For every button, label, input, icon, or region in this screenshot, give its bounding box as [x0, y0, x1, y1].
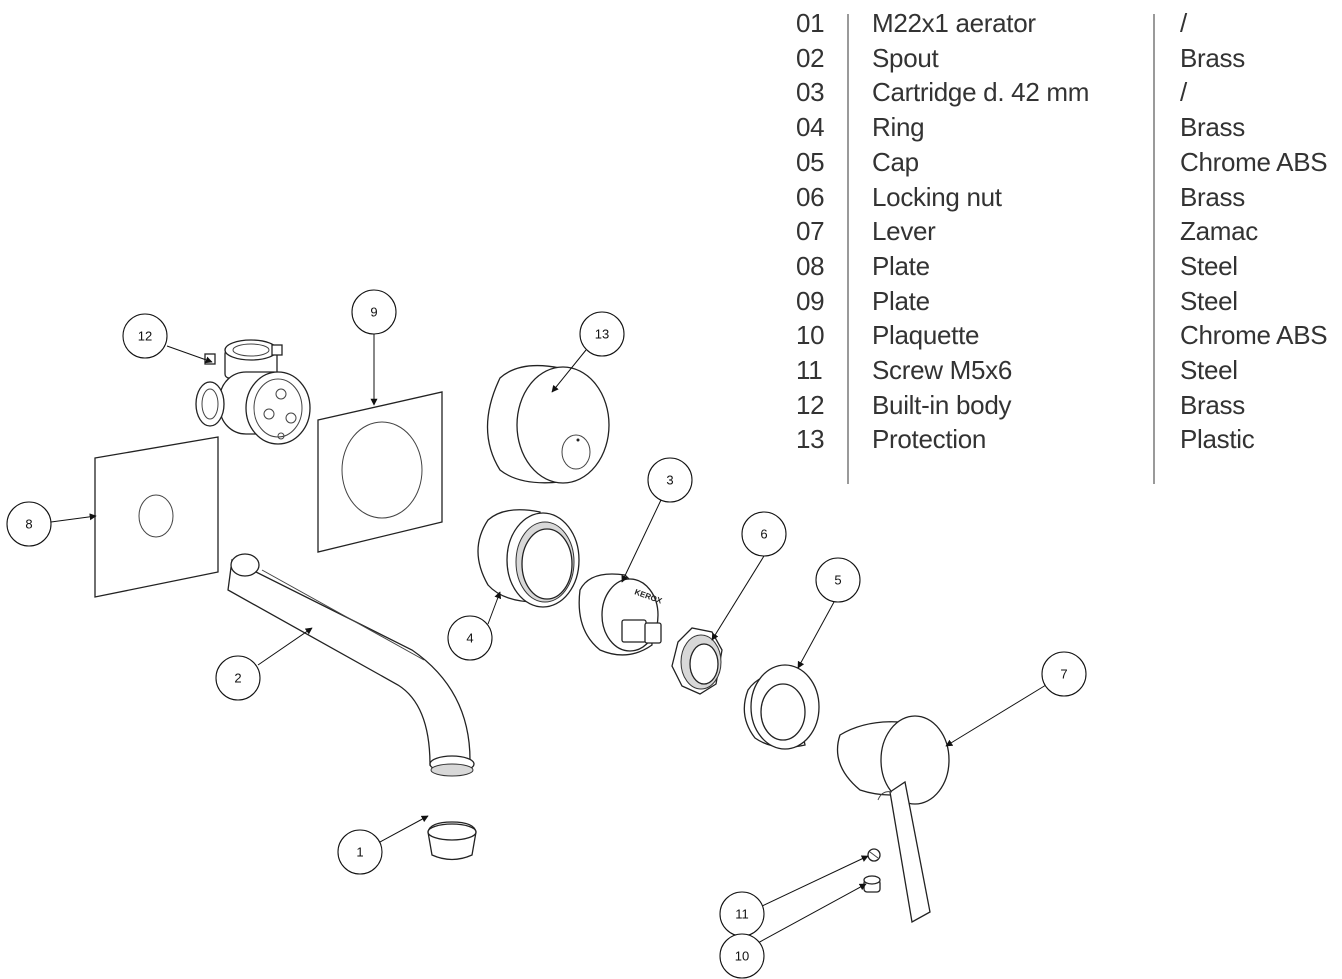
callout-11: 11 [719, 891, 765, 937]
parts-row: 05 Cap Chrome ABS [790, 147, 1342, 181]
part-material: Chrome ABS [1180, 146, 1328, 177]
callout-label: 3 [666, 473, 673, 488]
protection-cover [486, 364, 610, 484]
callout-10: 10 [719, 933, 765, 979]
parts-row: 13 Protection Plastic [790, 424, 1342, 458]
callout-2: 2 [215, 655, 261, 701]
column-separator [1153, 14, 1155, 484]
callout-label: 6 [760, 527, 767, 542]
callout-label: 11 [735, 907, 749, 922]
built-in-body [195, 339, 311, 445]
callout-9: 9 [351, 289, 397, 335]
part-description: Cartridge d. 42 mm [872, 77, 1090, 108]
part-material: Brass [1180, 42, 1245, 73]
column-separator [847, 14, 849, 484]
callout-7: 7 [1041, 651, 1087, 697]
part-number: 09 [796, 285, 825, 316]
parts-row: 06 Locking nut Brass [790, 182, 1342, 216]
callout-label: 1 [356, 845, 363, 860]
part-description: Lever [872, 216, 936, 247]
spout [227, 553, 475, 777]
callout-label: 9 [370, 305, 377, 320]
plate-large [317, 391, 443, 553]
part-description: Spout [872, 42, 939, 73]
part-description: Plate [872, 285, 930, 316]
part-description: Screw M5x6 [872, 355, 1013, 385]
part-number: 07 [796, 216, 825, 247]
part-material: Brass [1180, 112, 1245, 143]
callout-13: 13 [579, 311, 625, 357]
part-number: 10 [796, 320, 825, 351]
callout-label: 5 [834, 573, 841, 588]
part-number: 08 [796, 250, 825, 281]
callout-label: 12 [138, 329, 152, 344]
ring [477, 509, 580, 608]
part-material: Brass [1180, 181, 1245, 212]
part-number: 11 [796, 355, 823, 385]
part-description: Built-in body [872, 389, 1012, 420]
callout-8: 8 [6, 501, 52, 547]
callout-label: 7 [1060, 667, 1067, 682]
parts-row: 01 M22x1 aerator / [790, 8, 1342, 42]
part-number: 05 [796, 146, 825, 177]
part-number: 12 [796, 389, 825, 420]
parts-row: 12 Built-in body Brass [790, 390, 1342, 424]
parts-row: 09 Plate Steel [790, 286, 1342, 320]
plaquette [863, 875, 881, 893]
part-number: 04 [796, 112, 825, 143]
parts-row: 10 Plaquette Chrome ABS [790, 320, 1342, 354]
parts-row: 03 Cartridge d. 42 mm / [790, 77, 1342, 111]
callout-label: 4 [466, 631, 473, 646]
part-material: / [1180, 8, 1187, 38]
part-description: Cap [872, 146, 919, 177]
cartridge: KEROX [578, 573, 664, 656]
parts-row: 02 Spout Brass [790, 43, 1342, 77]
callout-label: 13 [595, 327, 609, 342]
part-material: Steel [1180, 250, 1238, 281]
part-number: 02 [796, 42, 825, 73]
part-number: 01 [796, 8, 825, 38]
callout-4: 4 [447, 615, 493, 661]
callout-1: 1 [337, 829, 383, 875]
part-material: Steel [1180, 285, 1238, 316]
part-material: Steel [1180, 355, 1238, 385]
part-material: Chrome ABS [1180, 320, 1328, 351]
part-description: Protection [872, 424, 987, 455]
parts-row: 04 Ring Brass [790, 112, 1342, 146]
part-material: Plastic [1180, 424, 1255, 455]
parts-row: 07 Lever Zamac [790, 216, 1342, 250]
part-description: Plaquette [872, 320, 980, 351]
part-number: 06 [796, 181, 825, 212]
part-description: Locking nut [872, 181, 1002, 212]
callout-3: 3 [647, 457, 693, 503]
part-description: M22x1 aerator [872, 8, 1036, 38]
part-number: 03 [796, 77, 825, 108]
cap [743, 664, 820, 750]
aerator [427, 821, 477, 861]
callout-6: 6 [741, 511, 787, 557]
lever [836, 715, 950, 924]
callout-label: 8 [25, 517, 32, 532]
callout-12: 12 [122, 313, 168, 359]
part-description: Plate [872, 250, 930, 281]
parts-row: 11 Screw M5x6 Steel [790, 355, 1342, 389]
part-material: Zamac [1180, 216, 1258, 247]
parts-row: 08 Plate Steel [790, 251, 1342, 285]
part-description: Ring [872, 112, 925, 143]
part-material: / [1180, 77, 1187, 108]
part-material: Brass [1180, 389, 1245, 420]
part-number: 13 [796, 424, 825, 455]
locking-nut [671, 627, 723, 695]
callout-label: 10 [735, 949, 749, 964]
callout-5: 5 [815, 557, 861, 603]
leader-lines [50, 334, 1047, 945]
plate-small [94, 436, 219, 598]
parts-list-table: 01 M22x1 aerator / 02 Spout Brass 03 Car… [790, 8, 1342, 488]
callout-label: 2 [234, 671, 241, 686]
screw [867, 848, 881, 862]
